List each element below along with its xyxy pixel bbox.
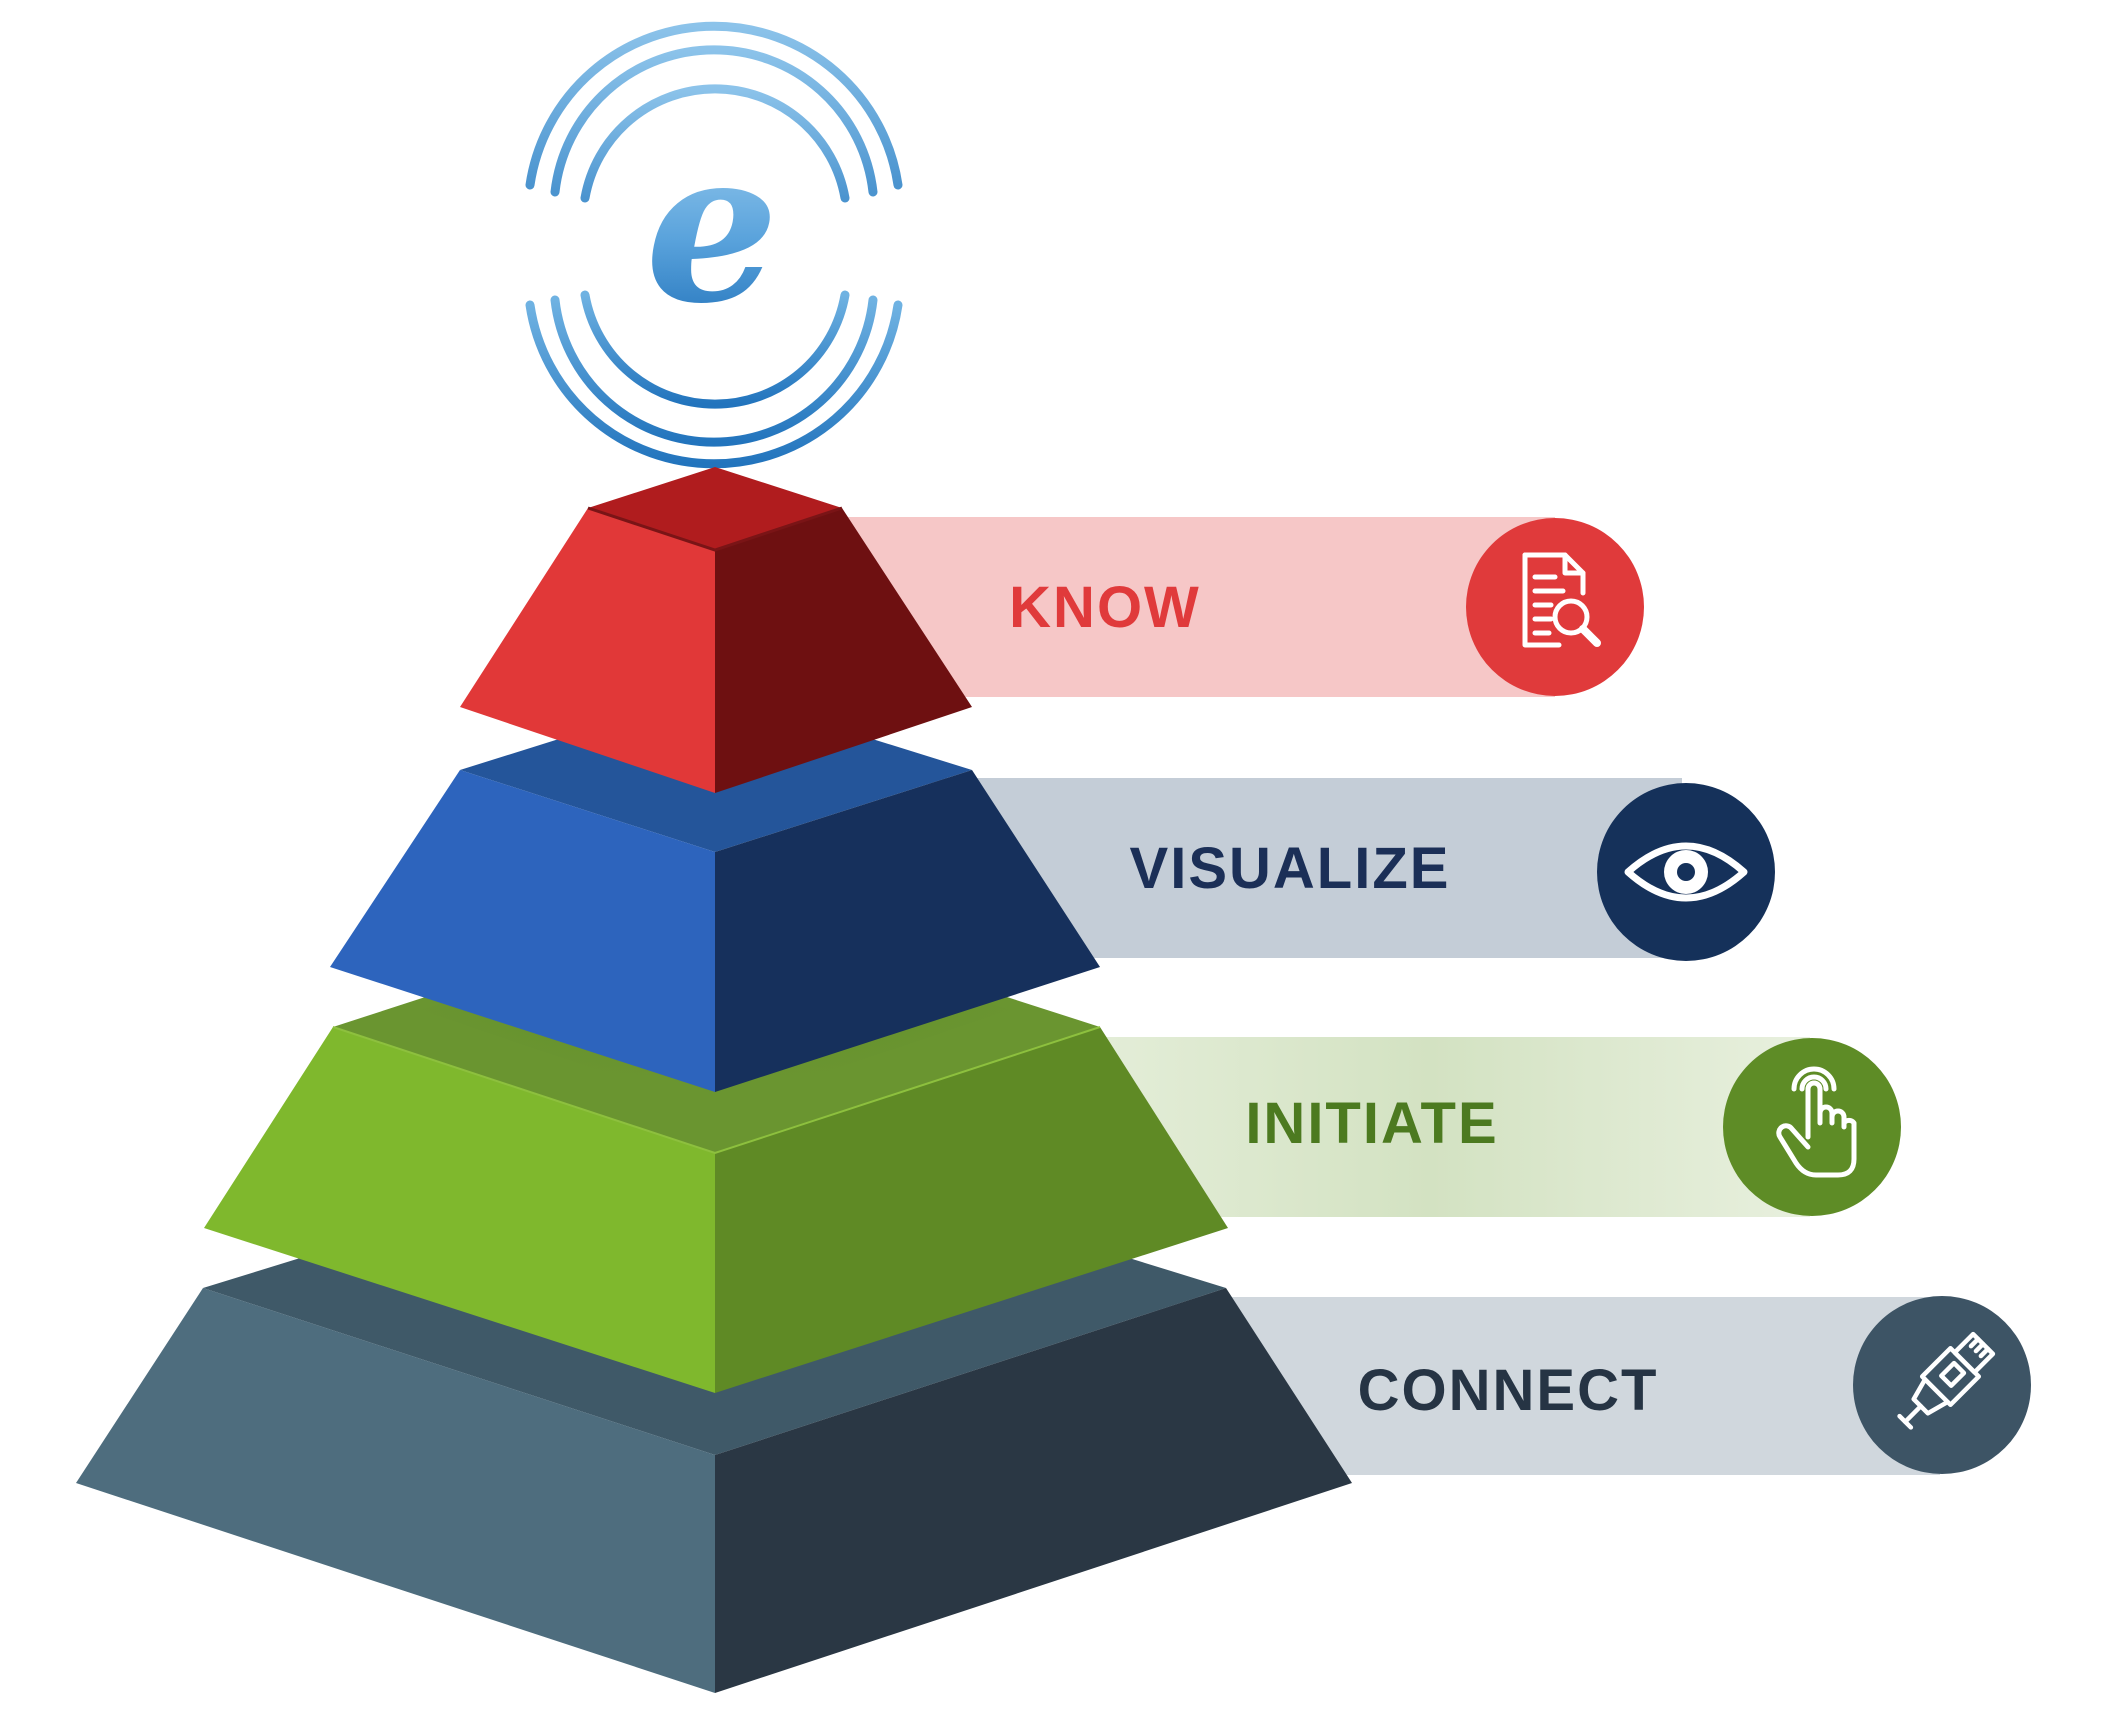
level-label-initiate: INITIATE <box>1245 1091 1498 1156</box>
level-label-connect: CONNECT <box>1358 1358 1659 1423</box>
signal-waves-top <box>525 21 903 203</box>
tier-right-face <box>715 1027 1228 1393</box>
logo: e <box>525 21 903 469</box>
logo-letter: e <box>645 103 779 350</box>
icon-circle <box>1466 518 1644 696</box>
eye-icon <box>1597 783 1775 961</box>
tier-left-face <box>460 508 715 793</box>
pyramid-tier-know <box>460 467 972 793</box>
tier-top-face <box>588 467 842 550</box>
hand-pointer-icon <box>1723 1038 1901 1216</box>
network-cable-icon <box>1853 1296 2031 1474</box>
tier-right-face <box>715 770 1100 1092</box>
level-label-visualize: VISUALIZE <box>1130 836 1451 901</box>
tier-right-face <box>715 508 972 793</box>
tier-edge <box>332 1026 1101 1155</box>
icon-circle <box>1723 1038 1901 1216</box>
tier-left-face <box>76 1288 715 1693</box>
tier-left-face <box>330 770 715 1092</box>
tier-left-face <box>204 1027 715 1393</box>
tier-edge <box>587 506 843 552</box>
signal-waves-bottom <box>525 290 903 469</box>
tier-right-face <box>715 1288 1352 1693</box>
document-search-icon <box>1466 518 1644 696</box>
icon-circle <box>1853 1296 2031 1474</box>
level-label-know: KNOW <box>1009 575 1201 640</box>
